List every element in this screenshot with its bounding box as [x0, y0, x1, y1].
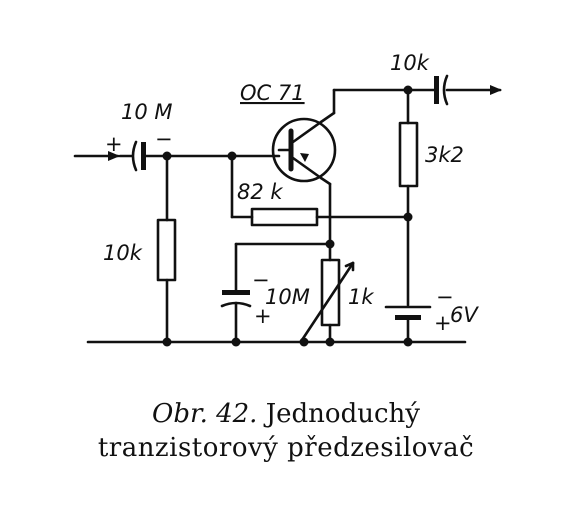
- figure-title-line1: Jednoduchý: [265, 399, 420, 429]
- bias-resistor: [156, 218, 177, 282]
- label-output-capacitor: 10k: [390, 51, 430, 75]
- label-battery-plus: +: [434, 311, 452, 335]
- battery: [384, 305, 432, 320]
- junctions: [162, 85, 413, 347]
- label-battery-voltage: 6V: [450, 303, 479, 327]
- junction-dot: [325, 337, 335, 347]
- label-emitter-capacitor: 10M: [265, 285, 310, 309]
- junction-dot: [162, 337, 172, 347]
- label-emitter-cap-plus: +: [254, 304, 272, 328]
- junction-dot: [403, 212, 413, 222]
- label-feedback-resistor: 82 k: [237, 180, 283, 204]
- wire-emitter: [319, 176, 332, 186]
- junction-dot: [227, 151, 237, 161]
- label-input-minus: −: [155, 127, 173, 151]
- circuit-schematic: 10 M + − OC 71 10k 82 k 10k 3k2 − 10M + …: [73, 51, 502, 347]
- wire-collector: [319, 111, 336, 124]
- figure-caption-line2: tranzistorový předzesilovač: [0, 432, 572, 464]
- label-emitter-resistor: 1k: [348, 285, 374, 309]
- junction-dot: [299, 337, 309, 347]
- junction-dot: [325, 239, 335, 249]
- figure-title-line2: tranzistorový předzesilovač: [97, 433, 475, 463]
- label-bias-resistor: 10k: [103, 241, 143, 265]
- emitter-resistor: [320, 258, 341, 327]
- label-emitter-cap-minus: −: [252, 268, 270, 292]
- input-arrow: [73, 151, 120, 161]
- input-capacitor: [131, 140, 146, 172]
- output-capacitor: [434, 74, 449, 106]
- figure-number: Obr. 42.: [152, 399, 258, 429]
- transistor-oc71: [271, 117, 337, 183]
- feedback-resistor: [250, 207, 319, 227]
- junction-dot: [162, 151, 172, 161]
- label-transistor: OC 71: [240, 81, 305, 105]
- figure-caption-line1: Obr. 42. Jednoduchý: [0, 398, 572, 430]
- label-collector-resistor: 3k2: [425, 143, 464, 167]
- junction-dot: [403, 85, 413, 95]
- output-arrow: [445, 85, 502, 95]
- label-input-plus: +: [105, 132, 123, 156]
- label-battery-minus: −: [436, 285, 454, 309]
- junction-dot: [231, 337, 241, 347]
- label-input-capacitor: 10 M: [121, 100, 173, 124]
- variable-arrow: [300, 261, 355, 342]
- junction-dot: [403, 337, 413, 347]
- collector-resistor: [398, 121, 419, 188]
